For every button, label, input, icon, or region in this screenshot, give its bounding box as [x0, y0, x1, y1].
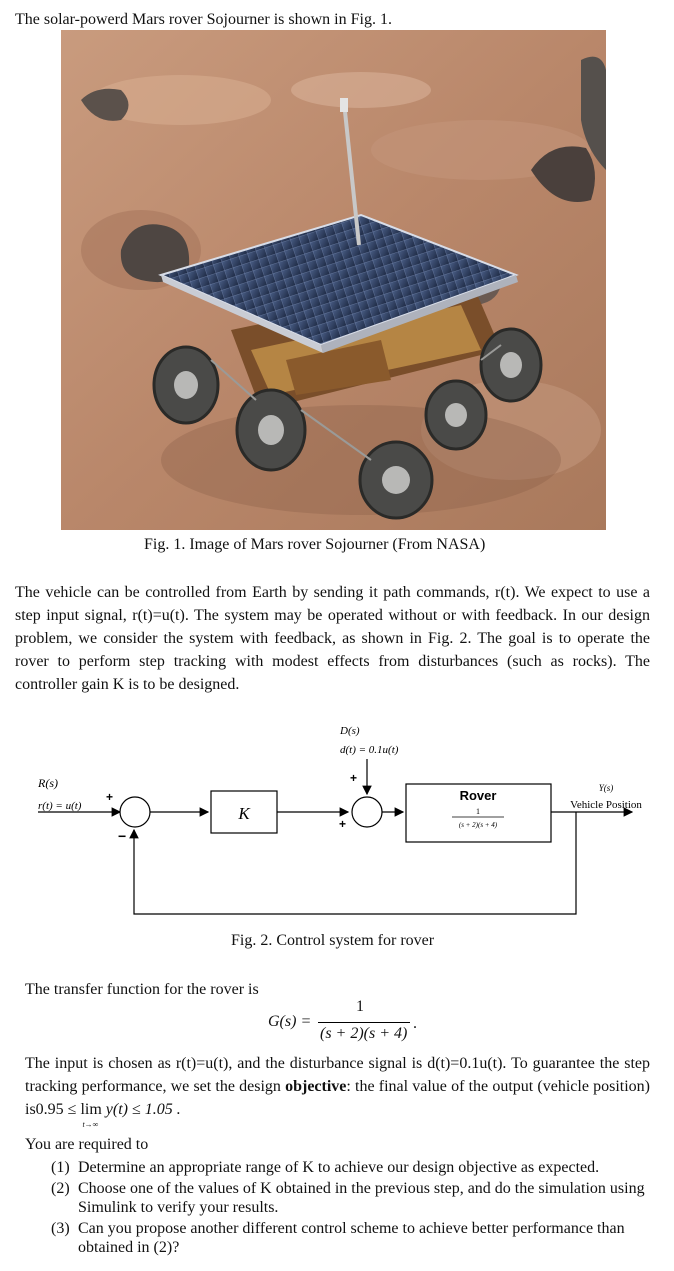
requirement-item: (2) Choose one of the values of K obtaine…	[51, 1179, 663, 1217]
summing-junction-1	[119, 796, 151, 828]
para3-text-a: The input is chosen as r(t)=u(t), and th…	[25, 1055, 650, 1095]
requirements-title: You are required to	[25, 1136, 149, 1153]
sum2-plus-left: +	[339, 817, 346, 831]
summing-junction-2	[351, 796, 383, 828]
disturbance-label: D(s)	[339, 725, 360, 737]
output-label: Y(s)	[599, 783, 614, 793]
disturbance-equation: d(t) = 0.1u(t)	[340, 744, 399, 756]
plant-denominator: (s + 2)(s + 4)	[459, 821, 498, 829]
requirement-text: Determine an appropriate range of K to a…	[78, 1159, 600, 1176]
requirement-number: (1)	[51, 1159, 70, 1176]
paragraph-1: The vehicle can be controlled from Earth…	[15, 584, 650, 693]
feedback-path	[129, 812, 577, 915]
paragraph-3: The input is chosen as r(t)=u(t), and th…	[25, 1052, 650, 1129]
plant-numerator: 1	[476, 807, 480, 816]
objective-word: objective	[285, 1078, 347, 1095]
requirement-text: Choose one of the values of K obtained i…	[78, 1180, 645, 1216]
solar-panel	[158, 213, 519, 353]
sum1-minus: −	[118, 828, 126, 844]
plant-block	[405, 783, 552, 843]
tf-period: .	[413, 1015, 417, 1032]
requirements-list: (1) Determine an appropriate range of K t…	[51, 1158, 663, 1258]
limit-subscript: t→∞	[82, 1120, 99, 1129]
rock-left	[120, 224, 190, 283]
sum2-plus-top: +	[350, 771, 357, 785]
requirement-number: (2)	[51, 1180, 70, 1197]
requirement-item: (1) Determine an appropriate range of K t…	[51, 1158, 663, 1177]
intro-text: The solar-powerd Mars rover Sojourner is…	[15, 11, 392, 28]
input-label: R(s)	[37, 776, 58, 790]
input-equation: r(t) = u(t)	[38, 800, 82, 812]
requirement-text: Can you propose another different contro…	[78, 1220, 625, 1256]
rover-photo	[61, 30, 606, 530]
requirement-number: (3)	[51, 1220, 70, 1237]
objective-left: 0.95 ≤	[35, 1101, 81, 1118]
para3-text-b: : the final value of the output (vehicle…	[25, 1078, 650, 1118]
fig1-caption: Fig. 1. Image of Mars rover Sojourner (F…	[144, 536, 486, 553]
tf-numerator: 1	[356, 998, 364, 1015]
transfer-function: G(s) = 1 (s + 2)(s + 4) .	[268, 998, 418, 1044]
sum1-plus: +	[106, 790, 113, 804]
objective-inequality: 0.95 ≤ lim t→∞ y(t) ≤ 1.05 .	[35, 1098, 181, 1129]
paragraph-2: The transfer function for the rover is	[25, 981, 259, 998]
fig2-caption: Fig. 2. Control system for rover	[231, 932, 435, 949]
requirement-item: (3) Can you propose another different con…	[51, 1219, 663, 1257]
controller-block	[210, 790, 278, 834]
tf-denominator: (s + 2)(s + 4)	[320, 1025, 408, 1042]
objective-right: y(t) ≤ 1.05 .	[101, 1101, 181, 1118]
output-name: Vehicle Position	[570, 799, 642, 811]
controller-gain: K	[237, 804, 251, 823]
plant-name: Rover	[460, 788, 497, 803]
antenna	[342, 101, 361, 246]
tf-lhs: G(s) =	[268, 1013, 312, 1030]
block-diagram: R(s) r(t) = u(t) + − K D(s) d(t) = 0.1u(…	[37, 725, 642, 915]
limit-operator: lim	[80, 1101, 102, 1118]
